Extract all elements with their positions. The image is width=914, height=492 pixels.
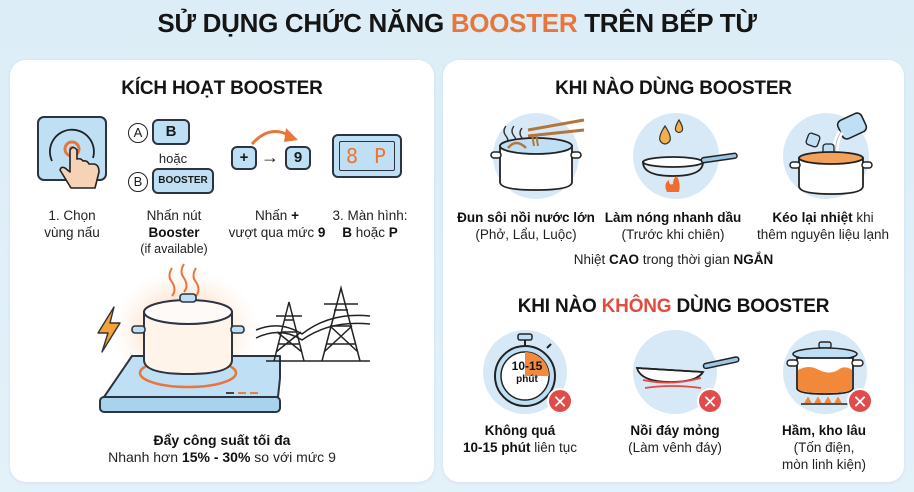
use-item-3-caption: Kéo lại nhiệt khi thêm nguyên liệu lạnh (756, 210, 890, 242)
curved-arrow-icon (250, 128, 298, 146)
use-item-2-caption: Làm nóng nhanh dầu (Trước khi chiên) (604, 210, 742, 242)
nine-key-button[interactable]: 9 (285, 146, 311, 170)
b-key-button[interactable]: B (152, 119, 190, 145)
display-screen: 8 P (332, 134, 402, 178)
step3-caption: Nhấn + vượt qua mức 9 (228, 208, 326, 240)
add-ingredients-icon (789, 112, 873, 195)
plus-key-button[interactable]: + (231, 146, 257, 170)
frying-pan-oil-icon (642, 118, 738, 192)
option-a-label: A (128, 123, 148, 143)
when-not-title: KHI NÀO KHÔNG DÙNG BOOSTER (517, 296, 830, 317)
x-mark-icon: ✕ (697, 388, 723, 414)
page-title: SỬ DỤNG CHỨC NĂNG BOOSTER TRÊN BẾP TỪ (157, 8, 757, 38)
title-accent: BOOSTER (450, 8, 578, 38)
power-caption: Đẩy công suất tối đa Nhanh hơn 15% - 30%… (108, 432, 336, 465)
step2-caption: Nhấn nút Booster (if available) (140, 208, 208, 256)
boiling-pot-icon (490, 118, 585, 191)
x-mark-icon: ✕ (547, 388, 573, 414)
induction-cooker-illustration (97, 263, 371, 413)
use-item-1-caption: Đun sôi nồi nước lớn (Phở, Lẩu, Luộc) (457, 210, 595, 242)
when-use-title: KHI NÀO DÙNG BOOSTER (555, 78, 792, 99)
or-label: hoặc (158, 151, 188, 166)
title-negative: KHÔNG (601, 296, 672, 317)
touch-zone-icon (37, 116, 107, 189)
not-item-3-caption: Hầm, kho lâu (Tốn điện, mòn linh kiện) (781, 423, 867, 472)
not-item-1-caption: Không quá 10-15 phút liên tục (462, 423, 578, 455)
thin-pan-icon (635, 356, 740, 389)
step1-caption: 1. Chọn vùng nấu (44, 208, 100, 240)
activate-booster-panel: KÍCH HOẠT BOOSTER 1. Chọn vùng nấu A B h… (10, 60, 434, 482)
arrow-right-icon: → (261, 147, 279, 167)
x-mark-icon: ✕ (847, 388, 873, 414)
activate-section-title: KÍCH HOẠT BOOSTER (121, 78, 323, 99)
not-item-2-caption: Nồi đáy mỏng (Làm vênh đáy) (628, 423, 722, 455)
display-text: 8 P (339, 141, 395, 171)
stopwatch-icon (494, 333, 556, 407)
booster-key-button[interactable]: BOOSTER (152, 168, 214, 194)
option-b-label: B (128, 172, 148, 192)
timer-label: 10-15 phút (511, 359, 543, 386)
step4-caption: 3. Màn hình: B hoặc P (332, 208, 408, 240)
when-to-use-panel: KHI NÀO DÙNG BOOSTER Đun sôi nồi nước lớ… (443, 60, 904, 482)
use-summary: Nhiệt CAO trong thời gian NGẮN (573, 252, 774, 267)
